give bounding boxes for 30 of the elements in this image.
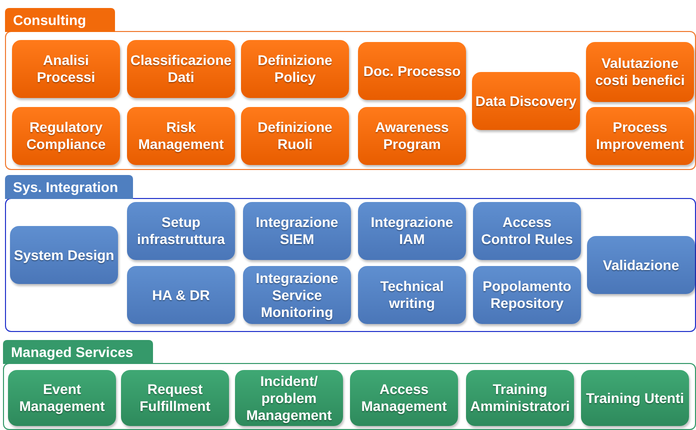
group-tab: Consulting <box>5 8 115 32</box>
service-box: Definizione Policy <box>241 40 349 98</box>
service-box: Definizione Ruoli <box>241 107 349 165</box>
service-box: Doc. Processo <box>358 42 466 100</box>
service-box: Integrazione IAM <box>358 202 466 260</box>
service-box: Popolamento Repository <box>473 266 581 324</box>
service-box: Integrazione Service Monitoring <box>243 266 351 324</box>
service-box: Regulatory Compliance <box>12 107 120 165</box>
service-box: HA & DR <box>127 266 235 324</box>
service-box: Request Fulfillment <box>121 370 229 426</box>
service-box: System Design <box>10 226 118 284</box>
service-box: Integrazione SIEM <box>243 202 351 260</box>
service-box: Incident/ problem Management <box>235 370 343 426</box>
service-box: Training Amministratori <box>466 370 574 426</box>
service-box: Validazione <box>587 236 695 294</box>
service-box: Process Improvement <box>586 107 694 165</box>
service-box: Risk Management <box>127 107 235 165</box>
group-tab: Managed Services <box>3 340 153 364</box>
service-box: Analisi Processi <box>12 40 120 98</box>
service-box: Data Discovery <box>472 72 580 130</box>
service-box: Event Management <box>8 370 116 426</box>
service-box: Access Management <box>350 370 458 426</box>
service-box: Technical writing <box>358 266 466 324</box>
group-tab: Sys. Integration <box>5 175 133 199</box>
service-box: Access Control Rules <box>473 202 581 260</box>
service-box: Training Utenti <box>581 370 689 426</box>
service-box: Setup infrastruttura <box>127 202 235 260</box>
service-box: Valutazione costi benefici <box>586 42 694 102</box>
service-box: Awareness Program <box>358 107 466 165</box>
service-box: Classificazione Dati <box>127 40 235 98</box>
